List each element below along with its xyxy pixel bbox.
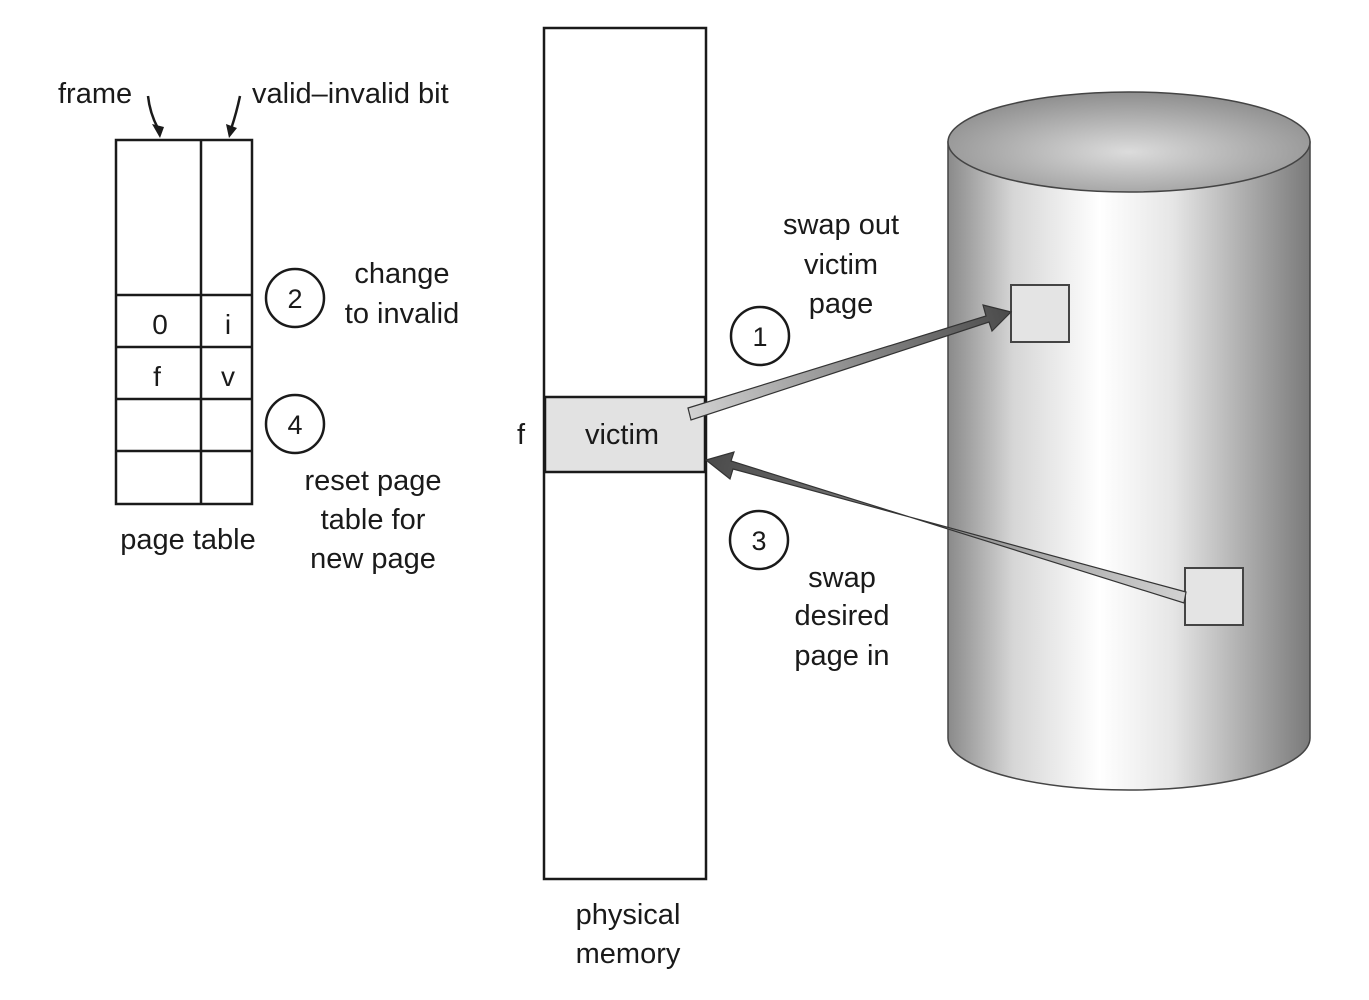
- valid-invalid-bit-label: valid–invalid bit: [252, 78, 449, 110]
- page-table-row-frame: f: [153, 361, 161, 392]
- step-4-reset-page-table: 4 reset page table for new page: [264, 393, 442, 575]
- disk-victim-block: [1010, 284, 1070, 343]
- step-4-text-line: reset page: [304, 465, 441, 497]
- victim-frame: [543, 395, 707, 474]
- valid-bit-pointer-arrow: [226, 95, 242, 138]
- disk-top: [947, 91, 1311, 193]
- victim-label: victim: [585, 419, 659, 451]
- swap-out-arrow: [687, 304, 1013, 421]
- step-4-circle: [264, 393, 326, 455]
- step-3-circle: [728, 509, 790, 571]
- step-2-text-line: change: [354, 258, 449, 290]
- step-1-swap-out: 1 swap out victim page: [729, 209, 899, 367]
- swap-in-arrow: [704, 451, 1187, 604]
- frame-pointer-arrow: [146, 95, 164, 138]
- swap-in-arrow-shape: [704, 451, 1187, 604]
- step-1-text-line: swap out: [783, 209, 899, 241]
- disk-desired-page-block: [1184, 567, 1244, 626]
- swap-out-arrow-shape: [687, 304, 1013, 421]
- page-table: frame valid–invalid bit 0 i f v page tab…: [58, 78, 449, 556]
- page-table-row-bit: v: [221, 361, 235, 392]
- step-3-swap-in: 3 swap desired page in: [728, 509, 890, 672]
- step-3-number: 3: [751, 526, 766, 556]
- step-2-text-line: to invalid: [345, 298, 459, 330]
- step-1-circle: [729, 305, 791, 367]
- step-3-text-line: desired: [794, 600, 889, 632]
- disk-body: [947, 141, 1311, 791]
- physical-memory-caption-line: memory: [576, 938, 681, 970]
- frame-column-label: frame: [58, 78, 132, 110]
- step-4-text-line: table for: [321, 504, 426, 536]
- step-2-number: 2: [287, 284, 302, 314]
- page-table-outline: [114, 138, 254, 506]
- backing-store-disk: [947, 91, 1311, 791]
- step-3-text-line: page in: [794, 640, 889, 672]
- step-3-text-line: swap: [808, 562, 876, 594]
- step-2-circle: [264, 267, 326, 329]
- step-1-text-line: page: [809, 288, 874, 320]
- step-2-change-to-invalid: 2 change to invalid: [264, 258, 459, 330]
- step-4-text-line: new page: [310, 543, 436, 575]
- page-table-row-bit: i: [225, 309, 231, 340]
- step-1-text-line: victim: [804, 249, 878, 281]
- page-table-row-frame: 0: [152, 309, 168, 340]
- frame-f-marker: f: [517, 419, 526, 451]
- physical-memory-caption-line: physical: [576, 899, 681, 931]
- page-table-caption: page table: [120, 524, 255, 556]
- step-1-number: 1: [752, 322, 767, 352]
- physical-memory: victim f physical memory: [517, 26, 708, 970]
- step-4-number: 4: [287, 410, 302, 440]
